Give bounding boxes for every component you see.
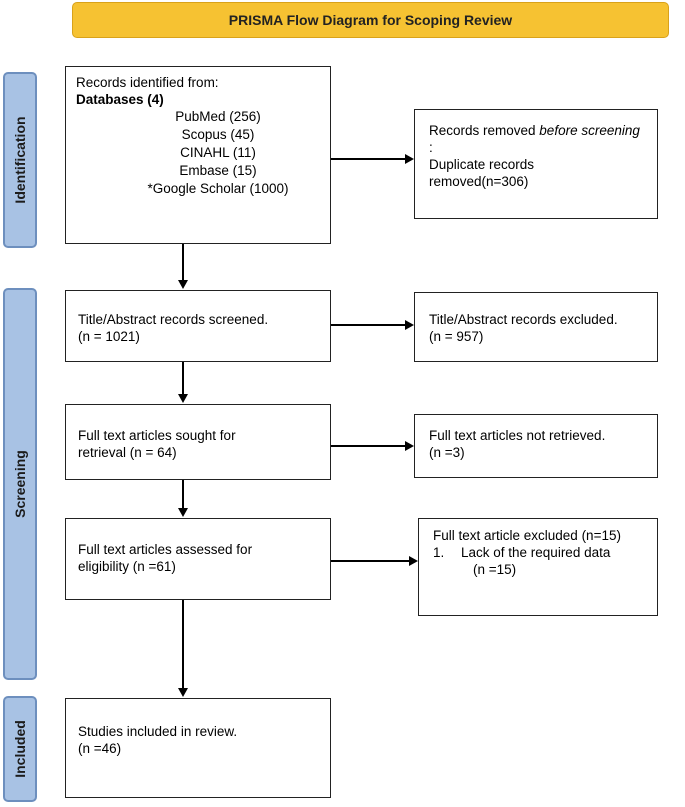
databases-label: Databases (4) [76, 92, 164, 107]
reports-not-retrieved-line1: Full text articles not retrieved. [429, 428, 606, 443]
records-screened-line2: (n = 1021) [78, 329, 140, 344]
reports-assessed-line1: Full text articles assessed for [78, 542, 253, 557]
arrow-head-screened-to-excluded [405, 320, 414, 330]
diagram-title: PRISMA Flow Diagram for Scoping Review [72, 2, 669, 38]
records-identified-box: Records identified from: Databases (4) P… [65, 66, 331, 244]
phase-identification-label: Identification [12, 116, 28, 204]
records-removed-line2: Duplicate records [429, 157, 535, 172]
database-list: PubMed (256) Scopus (45) CINAHL (11) Emb… [76, 108, 320, 198]
records-excluded-line1: Title/Abstract records excluded. [429, 312, 618, 327]
arrow-head-identified-to-removed [405, 154, 414, 164]
exclusion-reason-text: Lack of the required data [461, 545, 611, 560]
records-removed-colon: : [429, 140, 433, 155]
exclusion-reason-count: (n =15) [473, 562, 517, 577]
phase-included: Included [3, 696, 37, 802]
arrow-line-sought-to-not-retrieved [331, 445, 405, 447]
studies-included-line1: Studies included in review. [78, 724, 238, 739]
arrow-head-assessed-to-included [178, 688, 188, 697]
arrow-head-sought-to-not-retrieved [405, 441, 414, 451]
reports-assessed-box: Full text articles assessed for eligibil… [65, 518, 331, 600]
records-removed-line1: Records removed before screening [429, 122, 643, 139]
source-google-scholar: *Google Scholar (1000) [147, 181, 289, 196]
reports-not-retrieved-line2: (n =3) [429, 445, 465, 460]
arrow-head-screened-to-sought [178, 394, 188, 403]
arrow-line-identified-to-screened [182, 244, 184, 280]
reports-not-retrieved-box: Full text articles not retrieved. (n =3) [414, 414, 658, 478]
source-scopus: Scopus (45) [181, 127, 255, 142]
source-embase: Embase (15) [179, 163, 257, 178]
studies-included-line2: (n =46) [78, 741, 122, 756]
phase-screening: Screening [3, 288, 37, 680]
phase-included-label: Included [12, 720, 28, 778]
phase-identification: Identification [3, 72, 37, 248]
arrow-head-sought-to-assessed [178, 508, 188, 517]
reports-sought-box: Full text articles sought for retrieval … [65, 404, 331, 480]
records-excluded-box: Title/Abstract records excluded. (n = 95… [414, 292, 658, 362]
reports-sought-line1: Full text articles sought for [78, 428, 236, 443]
exclusion-reason-item: 1. Lack of the required data [433, 544, 643, 561]
records-removed-text: Records removed [429, 123, 540, 138]
arrow-line-assessed-to-excluded [331, 560, 409, 562]
arrow-line-screened-to-sought [182, 362, 184, 394]
studies-included-box: Studies included in review. (n =46) [65, 698, 331, 798]
source-cinahl: CINAHL (11) [180, 145, 256, 160]
arrow-line-screened-to-excluded [331, 324, 405, 326]
exclusion-reason-number: 1. [433, 545, 445, 560]
records-removed-box: Records removed before screening : Dupli… [414, 109, 658, 219]
records-screened-line1: Title/Abstract records screened. [78, 312, 269, 327]
arrow-line-identified-to-removed [331, 158, 405, 160]
reports-excluded-line1: Full text article excluded (n=15) [433, 528, 621, 543]
records-identified-label: Records identified from: [76, 75, 219, 90]
reports-excluded-box: Full text article excluded (n=15) 1. Lac… [418, 518, 658, 616]
records-removed-line3: removed(n=306) [429, 174, 529, 189]
records-excluded-line2: (n = 957) [429, 329, 484, 344]
reports-sought-line2: retrieval (n = 64) [78, 445, 177, 460]
reports-assessed-line2: eligibility (n =61) [78, 559, 176, 574]
records-screened-box: Title/Abstract records screened. (n = 10… [65, 290, 331, 362]
phase-screening-label: Screening [12, 450, 28, 518]
before-screening-text: before screening [539, 123, 640, 138]
source-pubmed: PubMed (256) [175, 109, 261, 124]
arrow-line-sought-to-assessed [182, 480, 184, 508]
arrow-line-assessed-to-included [182, 600, 184, 688]
arrow-head-identified-to-screened [178, 280, 188, 289]
arrow-head-assessed-to-excluded [409, 556, 418, 566]
